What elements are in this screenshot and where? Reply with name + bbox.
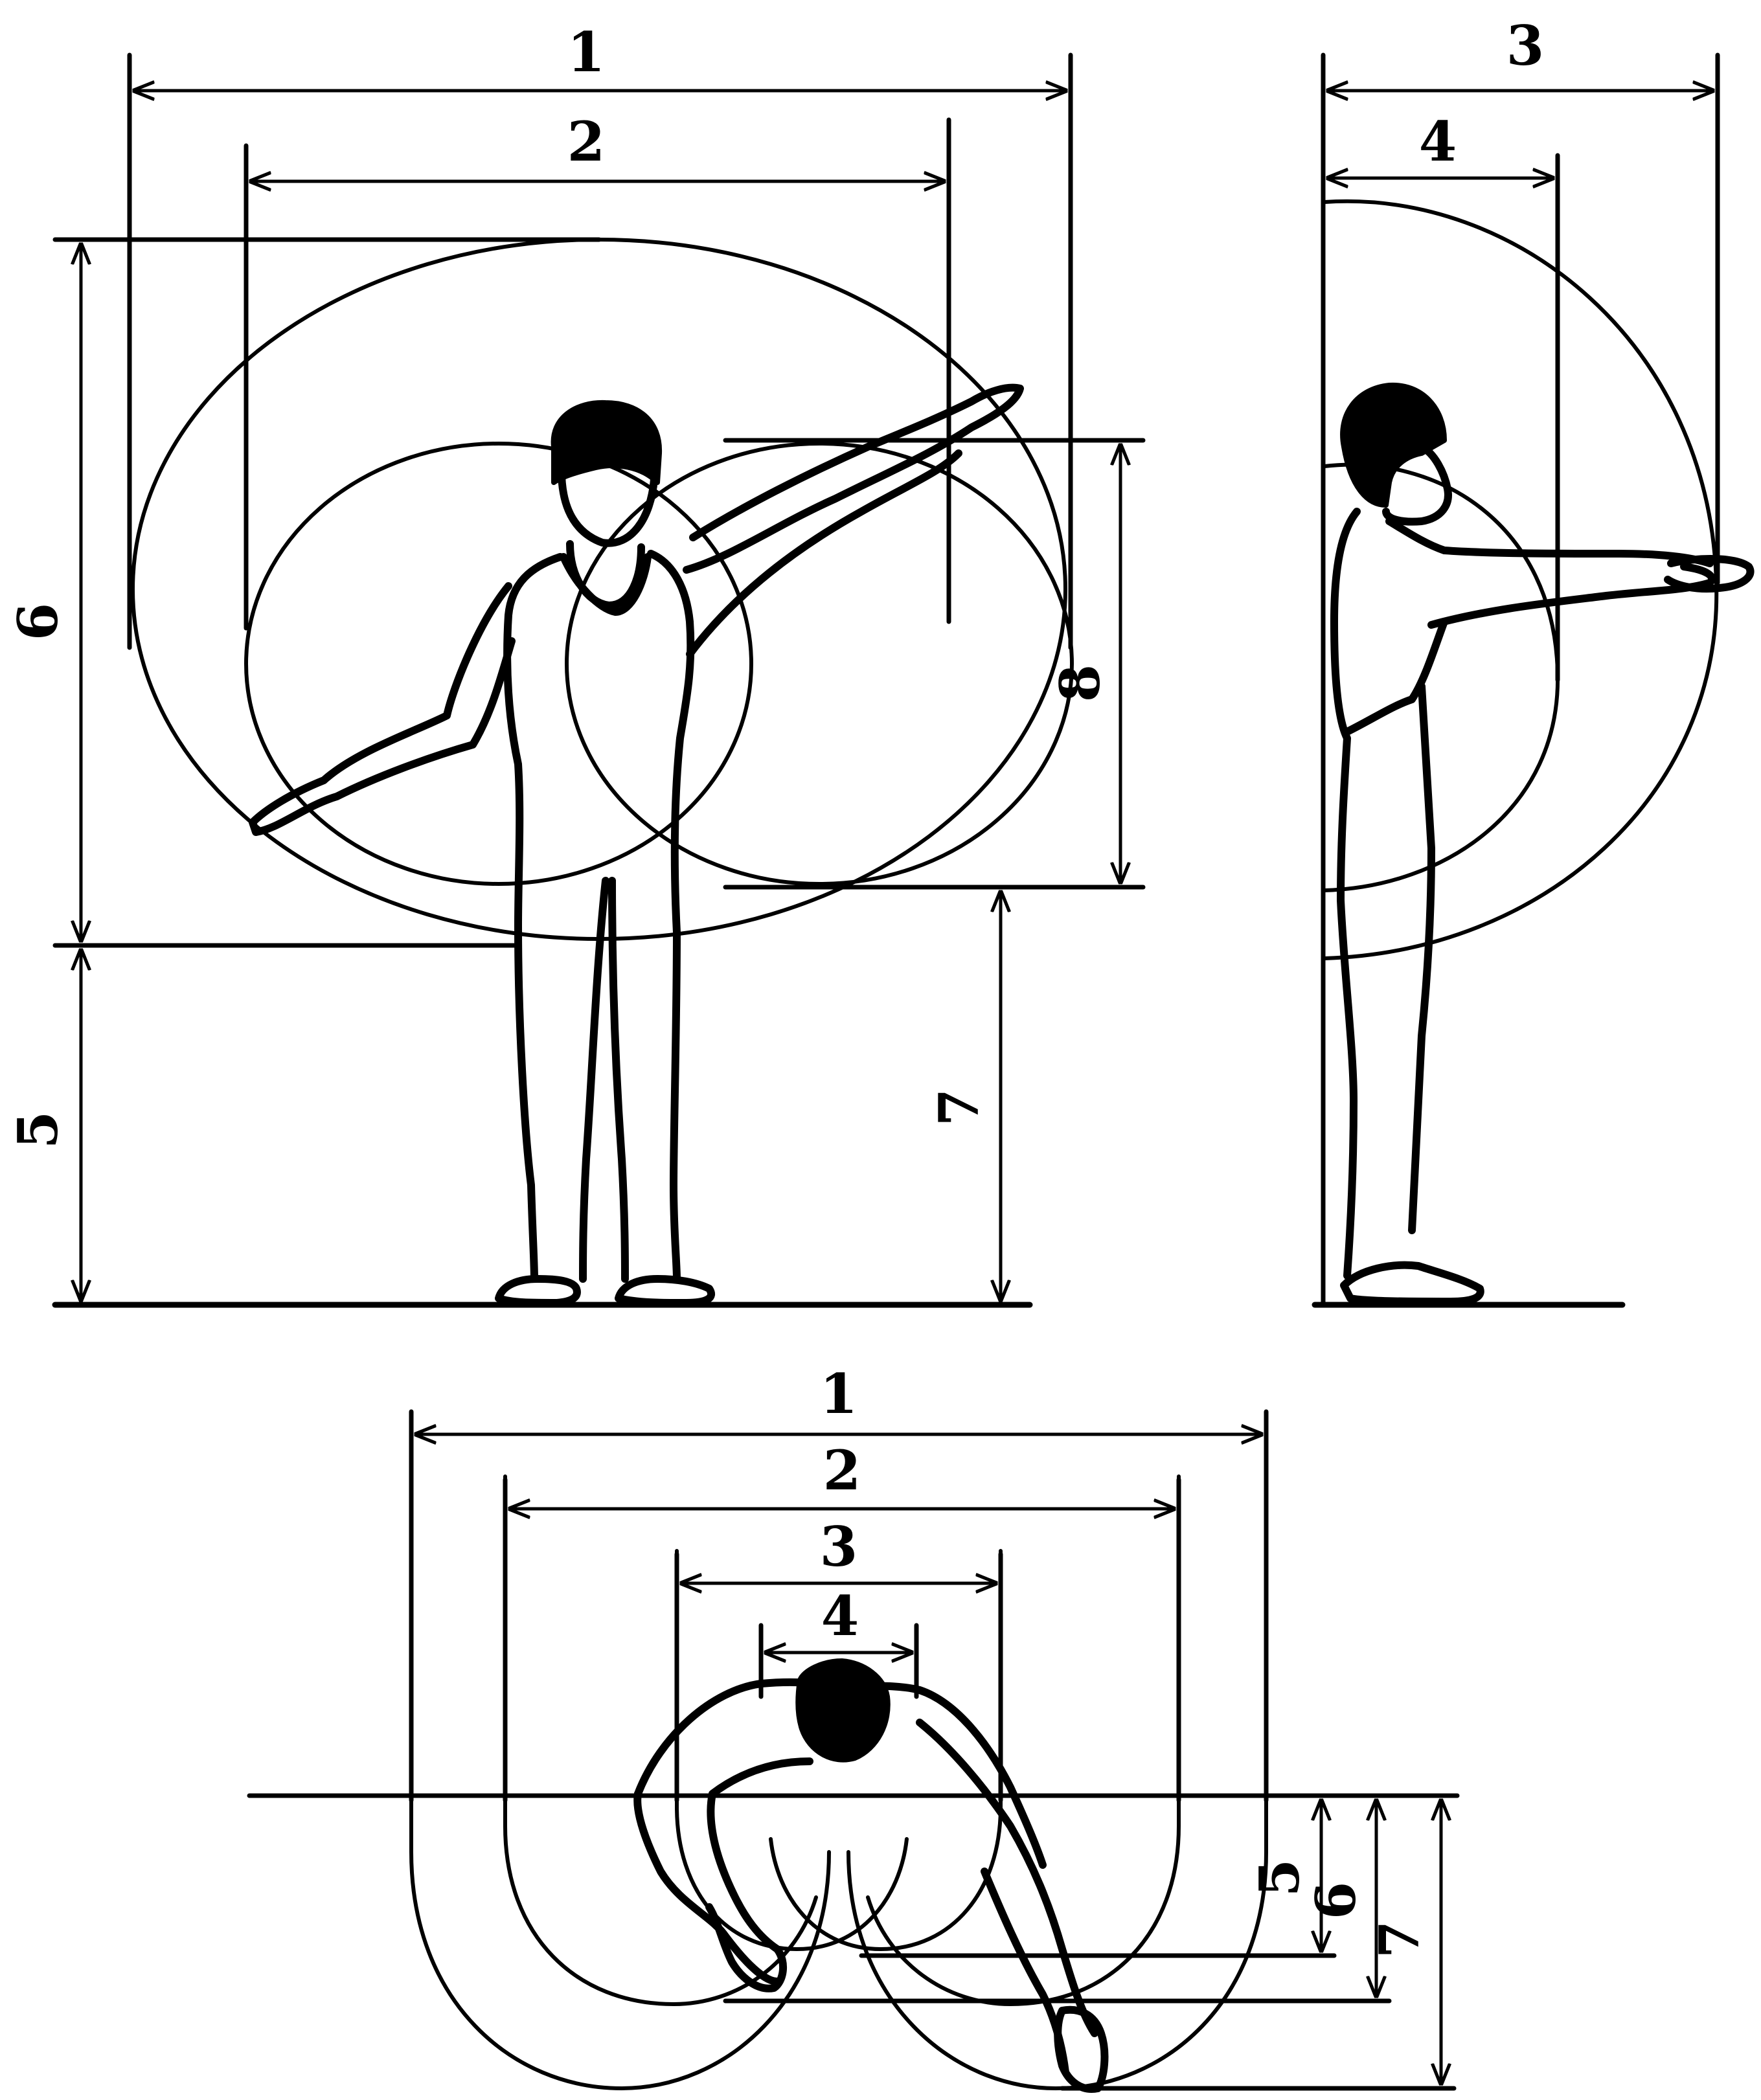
plan-view: 1 2 3 4 5 6 7: [247, 1362, 1460, 2093]
front-outer-reach-ellipse: [131, 238, 1067, 941]
plan-label-3: 3: [820, 1515, 858, 1579]
front-inner-right-leg: [608, 877, 629, 1283]
plan-right-forearm: [981, 1868, 1069, 2076]
side-hand: [1664, 555, 1755, 593]
plan-head: [795, 1658, 891, 1763]
front-right-shoe: [615, 1275, 715, 1307]
front-left-leg: [514, 922, 538, 1283]
side-belly: [1408, 683, 1435, 1234]
plan-arc-3-right: [769, 1549, 1003, 1951]
front-left-arm: [249, 582, 516, 836]
plan-left-forearm: [705, 1757, 813, 1993]
front-right-arm-lower: [686, 449, 962, 658]
front-label-1: 1: [567, 20, 605, 84]
front-shirt-neck: [560, 553, 652, 616]
plan-arc-1: [409, 1795, 831, 2090]
side-human-figure: [1330, 382, 1755, 1305]
front-view: 1 2 6 5 8 7: [6, 20, 1146, 1308]
side-back: [1330, 508, 1361, 904]
side-outer-reach-arc: [1323, 199, 1719, 960]
front-label-7: 7: [927, 1089, 991, 1126]
plan-label-5: 5: [1247, 1859, 1312, 1897]
plan-label-4: 4: [821, 1584, 859, 1648]
side-shoe: [1340, 1261, 1484, 1305]
front-right-arm: [683, 383, 1024, 574]
front-head-outline: [557, 449, 658, 547]
plan-left-arm: [633, 1790, 781, 1985]
plan-right-hand: [1054, 2005, 1109, 2093]
front-torso-right: [647, 550, 695, 936]
front-left-shoe: [495, 1275, 581, 1307]
plan-label-6: 6: [1304, 1882, 1368, 1919]
front-inner-left-leg: [579, 877, 609, 1283]
side-head-hair: [1340, 382, 1447, 508]
front-head-hair: [551, 400, 663, 485]
front-torso-left: [503, 553, 564, 930]
plan-label-1: 1: [820, 1362, 858, 1426]
plan-right-arm: [916, 1719, 1098, 2037]
side-leg-back: [1337, 896, 1358, 1280]
front-human-figure: [249, 383, 1024, 1307]
front-label-6: 6: [6, 603, 70, 640]
front-label-5: 5: [6, 1111, 70, 1149]
front-inner-reach-ellipse-left: [244, 442, 753, 886]
plan-human-figure: [633, 1658, 1109, 2093]
side-arm-lower: [1427, 563, 1716, 629]
front-right-leg: [670, 929, 681, 1283]
side-view: 3 4: [1312, 14, 1755, 1308]
front-inner-reach-ellipse-right: [565, 442, 1074, 886]
plan-label-7: 7: [1367, 1921, 1431, 1958]
front-label-2: 2: [567, 109, 605, 174]
front-label-8: 8: [1048, 664, 1112, 702]
side-front-chest: [1385, 517, 1714, 567]
side-label-4: 4: [1419, 109, 1457, 174]
side-bent-arm: [1343, 618, 1448, 736]
side-face: [1382, 443, 1452, 526]
plan-arc-1-right: [846, 1795, 1268, 2090]
plan-label-2: 2: [823, 1438, 861, 1502]
plan-arc-3: [675, 1549, 909, 1951]
plan-shoulders: [634, 1678, 1047, 1869]
side-label-3: 3: [1506, 14, 1544, 78]
side-inner-reach-arc: [1323, 462, 1560, 892]
plan-arc-2: [503, 1474, 818, 2006]
plan-arc-2-right: [866, 1474, 1181, 2006]
